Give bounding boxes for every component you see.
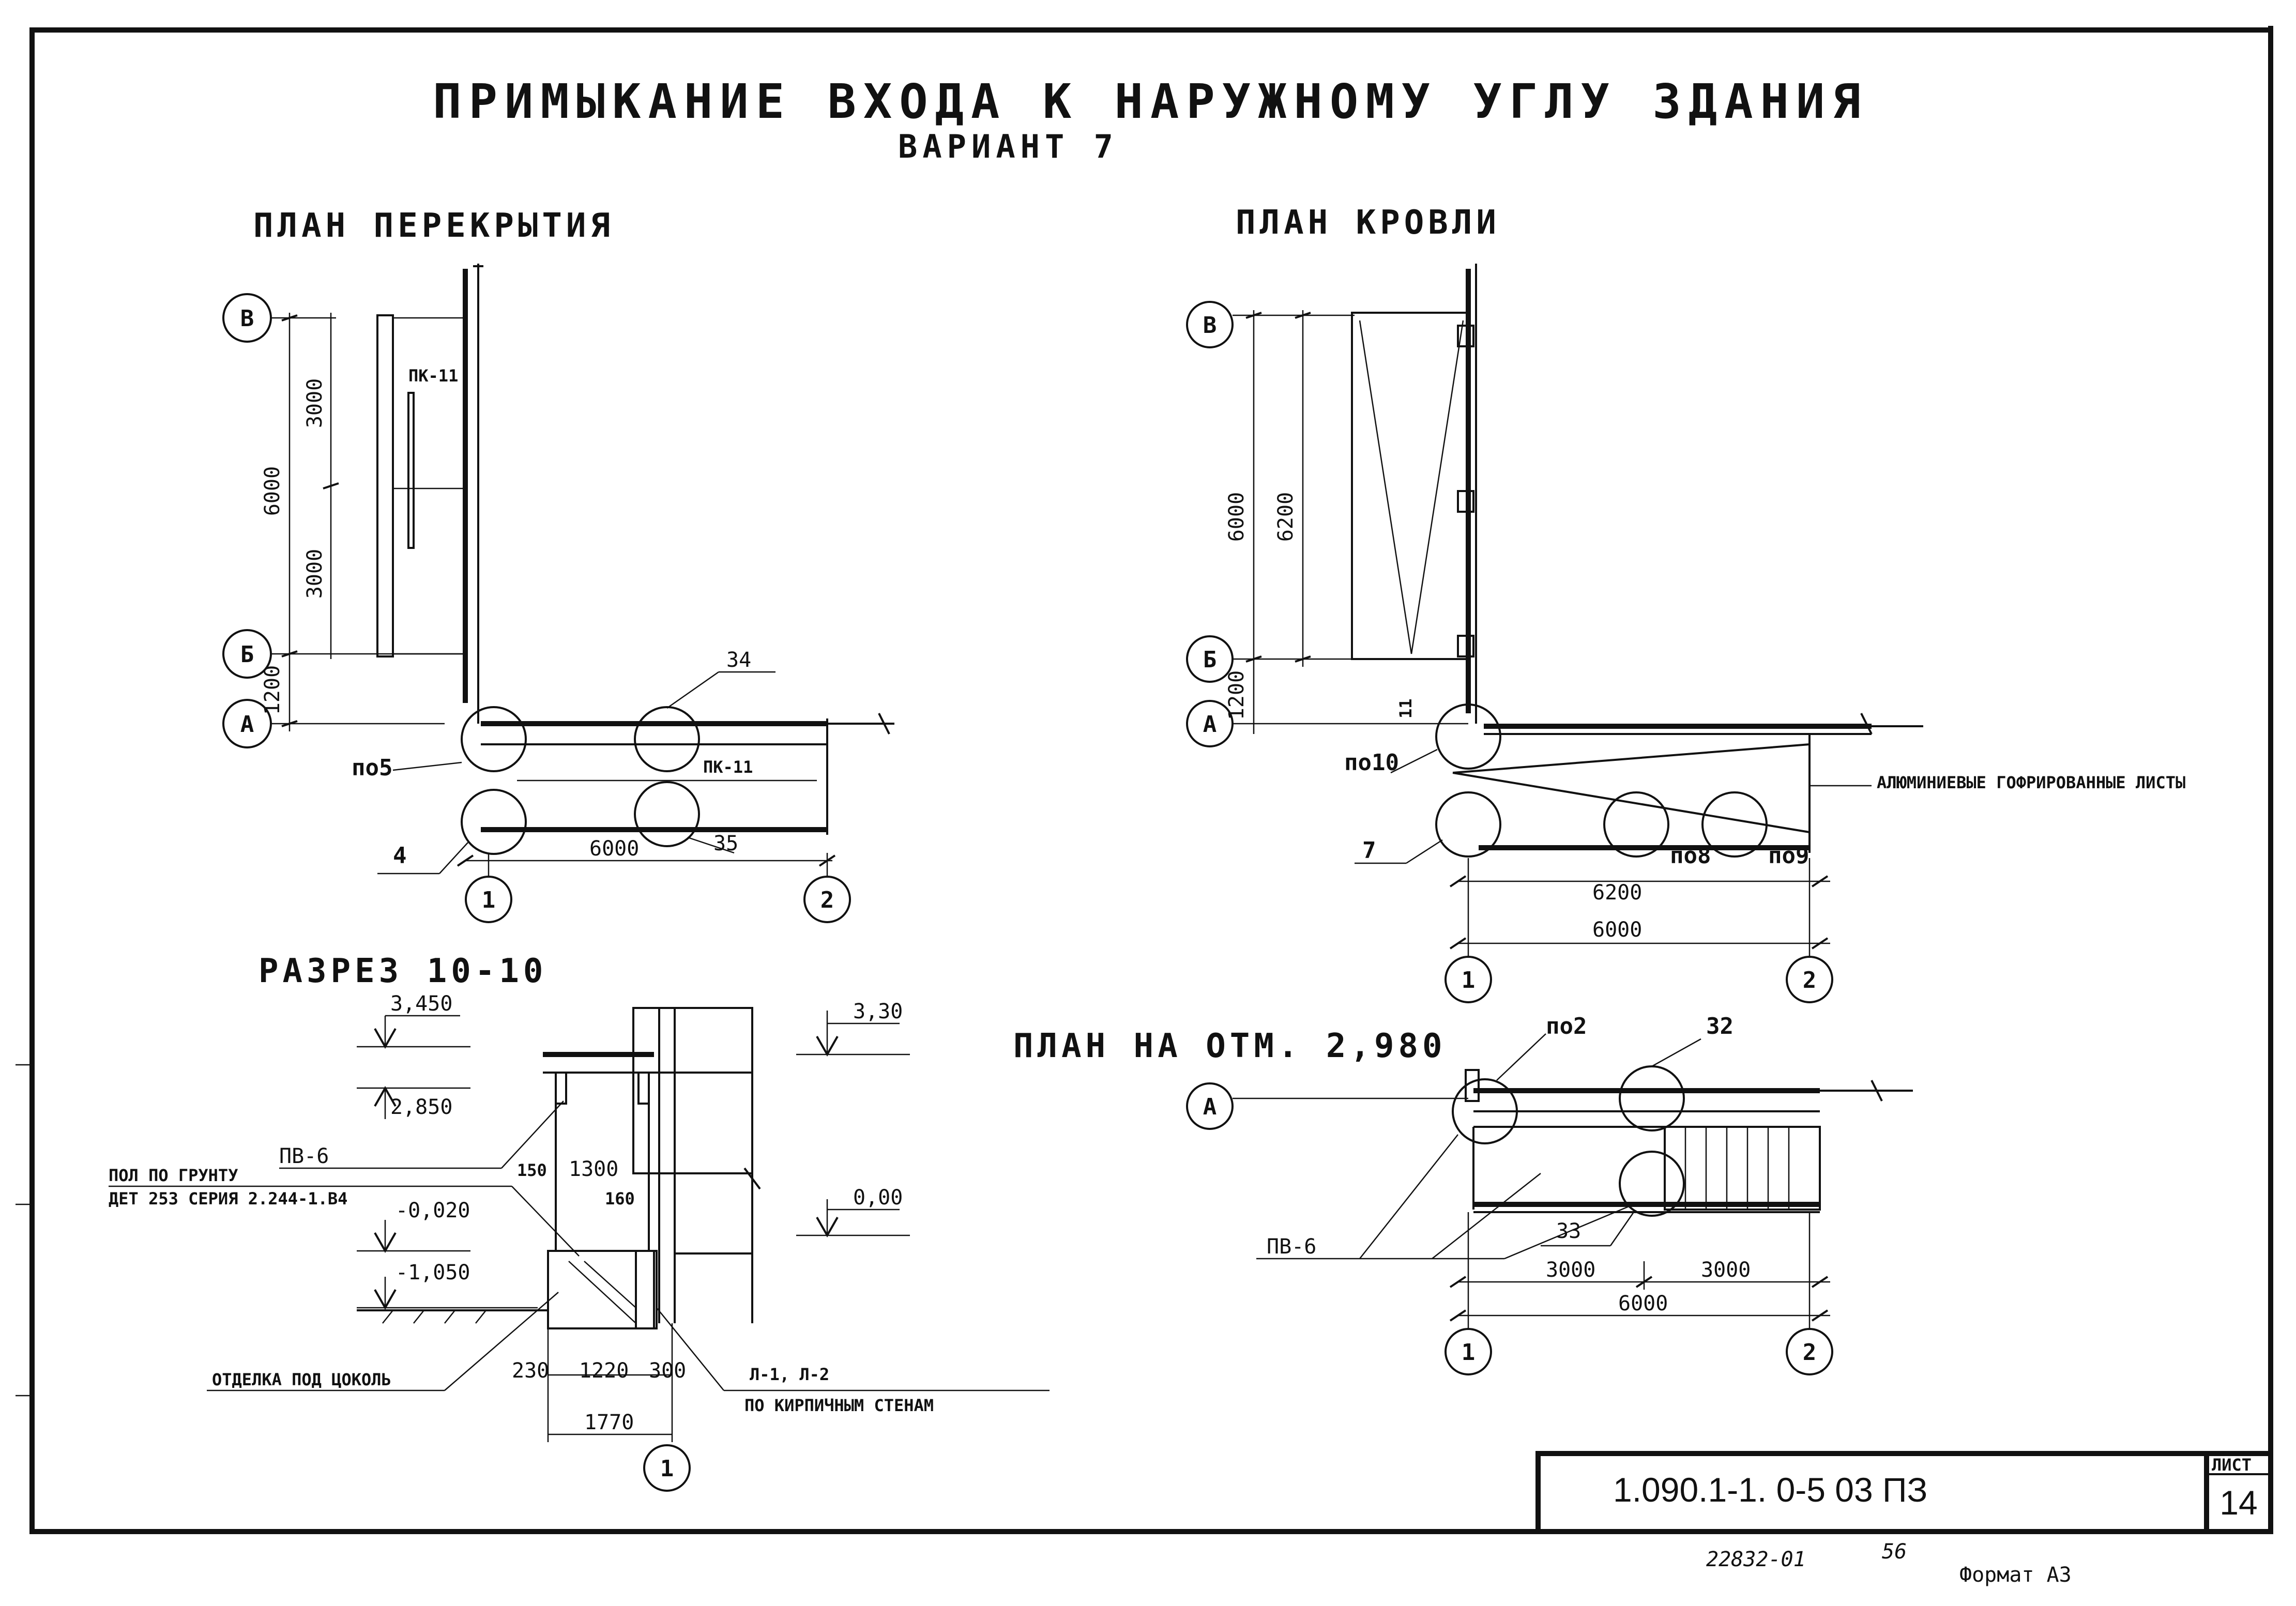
- section-dim-160: 160: [605, 1189, 635, 1209]
- level-axis-bubble-1: 1: [1444, 1328, 1492, 1375]
- svg-text:2: 2: [1803, 967, 1817, 993]
- dim-floor-1200: 1200: [261, 665, 284, 715]
- level-plan-view: ПЛАН НА ОТМ. 2,980 А по2 32 33 ПВ-6: [1013, 1013, 1913, 1375]
- level-axis-bubble-2: 2: [1786, 1328, 1833, 1375]
- label-ref-34: 34: [726, 648, 751, 672]
- level-330: 3,30: [853, 1000, 903, 1023]
- drawing-title: ПРИМЫКАНИЕ ВХОДА К НАРУЖНОМУ УГЛУ ЗДАНИЯ: [433, 74, 1868, 129]
- section-dim-1300: 1300: [569, 1157, 618, 1181]
- section-wall-note-1: Л-1, Л-2: [750, 1365, 829, 1384]
- level-axis-bubble-a: А: [1186, 1082, 1234, 1130]
- label-po5: по5: [352, 755, 392, 781]
- section-heading: РАЗРЕЗ 10-10: [259, 952, 547, 990]
- dim-roof-6200: 6200: [1274, 492, 1298, 542]
- level-000: 0,00: [853, 1186, 903, 1210]
- svg-text:Б: Б: [240, 641, 254, 668]
- roof-axis-bubble-2: 2: [1786, 956, 1833, 1003]
- dim-roof-1200: 1200: [1225, 670, 1249, 720]
- section-wall-note-2: ПО КИРПИЧНЫМ СТЕНАМ: [744, 1396, 934, 1415]
- section-floor-note-2: ДЕТ 253 СЕРИЯ 2.244-1.В4: [109, 1189, 347, 1209]
- section-dim-150: 150: [517, 1160, 547, 1180]
- section-floor-note-1: ПОЛ ПО ГРУНТУ: [109, 1166, 238, 1185]
- label-ref-35: 35: [713, 832, 738, 855]
- section-view: РАЗРЕЗ 10-10 3,450 2,850 -0,020 -1,050 3…: [109, 952, 1050, 1492]
- svg-text:1: 1: [1462, 1339, 1476, 1366]
- floor-plan-view: ПЛАН ПЕРЕКРЫТИЯ В Б А 6000 3000 3000 120…: [222, 207, 894, 923]
- section-label-pv6: ПВ-6: [279, 1144, 329, 1168]
- title-block-sheet-no: 14: [2219, 1483, 2257, 1522]
- roof-plan-heading: ПЛАН КРОВЛИ: [1236, 204, 1500, 242]
- svg-text:1: 1: [482, 887, 496, 913]
- dim-roof-11: 11: [1396, 698, 1416, 718]
- roof-axis-bubble-v: В: [1186, 301, 1234, 348]
- section-dim-300: 300: [649, 1359, 686, 1383]
- title-block-sheet-label: ЛИСТ: [2212, 1455, 2252, 1475]
- roof-note: АЛЮМИНИЕВЫЕ ГОФРИРОВАННЫЕ ЛИСТЫ: [1877, 773, 2185, 792]
- svg-text:2: 2: [1803, 1339, 1817, 1366]
- axis-bubble-1: 1: [465, 876, 512, 923]
- label-po8: по8: [1670, 843, 1711, 869]
- dim-floor-6000: 6000: [261, 466, 284, 516]
- level-3450: 3,450: [390, 992, 452, 1016]
- dim-roof-span-6000: 6000: [1592, 918, 1642, 942]
- svg-text:А: А: [240, 711, 254, 738]
- floor-plan-heading: ПЛАН ПЕРЕКРЫТИЯ: [253, 207, 614, 245]
- archive-sheet: 56: [1882, 1540, 1907, 1564]
- section-axis-bubble-1: 1: [643, 1444, 691, 1492]
- drawing-variant: ВАРИАНТ 7: [898, 128, 1118, 165]
- sheet-frame: [29, 27, 2273, 1534]
- label-po9: по9: [1768, 843, 1809, 869]
- label-ref-32: 32: [1706, 1013, 1734, 1039]
- title-block: 1.090.1-1. 0-5 03 ПЗ ЛИСТ 14: [1535, 1451, 2273, 1534]
- level-dim-3000-a: 3000: [1546, 1258, 1595, 1282]
- dim-floor-3000-top: 3000: [303, 378, 327, 428]
- roof-axis-bubble-1: 1: [1444, 956, 1492, 1003]
- label-node-4: 4: [393, 843, 407, 869]
- level-2850: 2,850: [390, 1095, 452, 1119]
- level-1050: -1,050: [396, 1261, 470, 1284]
- dim-roof-span-6200: 6200: [1592, 881, 1642, 905]
- dim-floor-span-6000: 6000: [589, 837, 639, 861]
- label-pk11-bottom: ПК-11: [703, 757, 753, 777]
- svg-text:Б: Б: [1203, 647, 1217, 673]
- title-block-code: 1.090.1-1. 0-5 03 ПЗ: [1613, 1471, 1927, 1509]
- dim-floor-3000-bottom: 3000: [303, 549, 327, 599]
- section-dim-1220: 1220: [579, 1359, 629, 1383]
- axis-bubble-b: Б: [222, 629, 272, 679]
- format-label: Формат А3: [1959, 1563, 2072, 1587]
- section-dim-230: 230: [512, 1359, 549, 1383]
- section-dim-1770: 1770: [584, 1411, 634, 1434]
- label-pk11-top: ПК-11: [408, 366, 458, 386]
- dim-roof-6000: 6000: [1225, 492, 1249, 542]
- svg-text:2: 2: [820, 887, 834, 913]
- axis-bubble-a: А: [222, 699, 272, 748]
- svg-text:В: В: [240, 305, 254, 332]
- level-label-pv6: ПВ-6: [1267, 1235, 1316, 1259]
- svg-text:1: 1: [660, 1456, 674, 1482]
- axis-bubble-2: 2: [803, 876, 851, 923]
- roof-plan-view: ПЛАН КРОВЛИ В Б А 6000 6200 1200: [1186, 204, 2185, 1003]
- label-node-7: 7: [1362, 837, 1376, 864]
- svg-text:А: А: [1203, 1094, 1217, 1120]
- archive-number: 22832-01: [1706, 1548, 1806, 1571]
- axis-bubble-v: В: [222, 293, 272, 343]
- roof-axis-bubble-b: Б: [1186, 635, 1234, 683]
- svg-text:В: В: [1203, 312, 1217, 339]
- svg-text:А: А: [1203, 711, 1217, 738]
- level-dim-3000-b: 3000: [1701, 1258, 1751, 1282]
- level-dim-6000: 6000: [1618, 1292, 1668, 1316]
- svg-text:1: 1: [1462, 967, 1476, 993]
- label-po2: по2: [1546, 1013, 1587, 1039]
- level-0020: -0,020: [396, 1199, 470, 1222]
- section-finish-note: ОТДЕЛКА ПОД ЦОКОЛЬ: [212, 1370, 391, 1389]
- level-plan-heading: ПЛАН НА ОТМ. 2,980: [1013, 1027, 1447, 1065]
- label-po10: по10: [1344, 750, 1399, 776]
